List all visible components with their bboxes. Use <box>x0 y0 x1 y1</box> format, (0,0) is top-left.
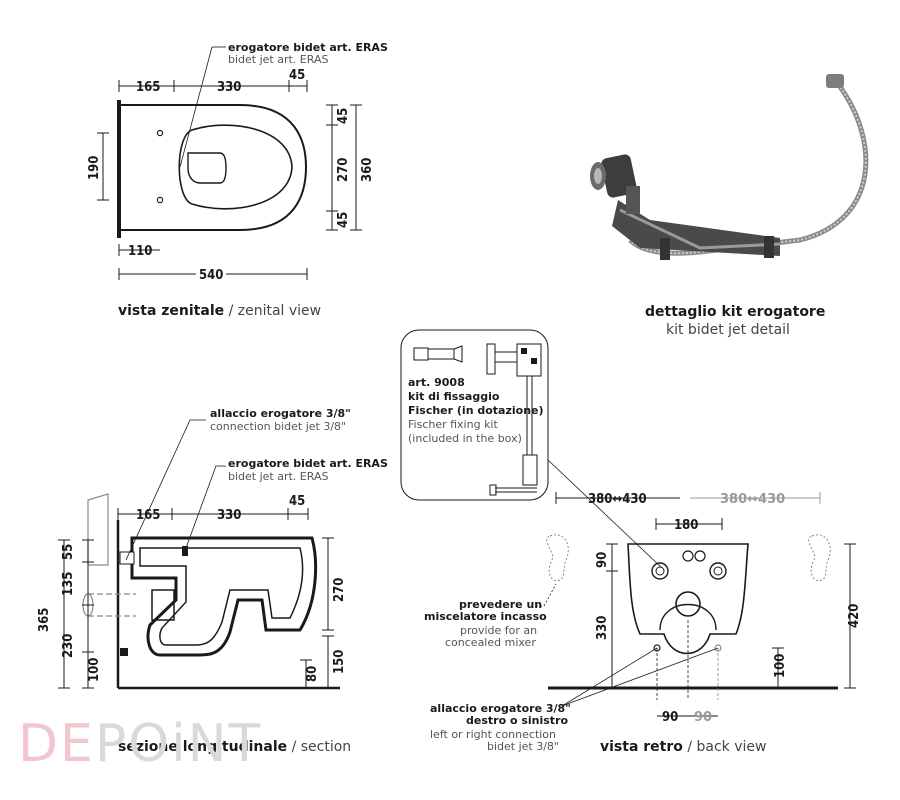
zenital-caption-rest: / zenital view <box>224 303 322 319</box>
back-caption-bold: vista retro <box>600 739 683 755</box>
back-bowl-body <box>627 543 749 655</box>
kit-caption-sub: kit bidet jet detail <box>666 322 790 338</box>
back-dim-330: 330 <box>595 616 610 640</box>
section-caption: sezione longitudinale / section <box>118 739 351 755</box>
section-dim-100: 100 <box>87 658 102 682</box>
section-dim-45: 45 <box>289 494 305 509</box>
fixing-kit-box: art. 9008 kit di fissaggio Fischer (in d… <box>400 329 549 501</box>
back-conn-en-2: bidet jet 3/8" <box>487 740 559 753</box>
section-bowl-body <box>130 536 318 657</box>
zenital-dim-165: 165 <box>136 80 160 95</box>
zenital-callout-it: erogatore bidet art. ERAS <box>228 41 388 54</box>
back-range-right: 380↔430 <box>720 492 785 507</box>
back-dim-90-v: 90 <box>595 552 610 568</box>
back-dim-100: 100 <box>773 654 788 678</box>
zenital-view: erogatore bidet art. ERAS bidet jet art.… <box>87 41 388 283</box>
zenital-dim-110: 110 <box>128 244 152 259</box>
back-mixer-en-2: concealed mixer <box>445 636 536 649</box>
section-caption-bold: sezione longitudinale <box>118 739 288 755</box>
back-mixer-it-1: prevedere un <box>459 598 542 611</box>
kit-caption-sub-row: kit bidet jet detail <box>666 322 790 338</box>
section-dim-165: 165 <box>136 508 160 523</box>
section-callout1-en: connection bidet jet 3/8" <box>210 420 346 433</box>
back-caption: vista retro / back view <box>600 739 766 755</box>
section-dim-135: 135 <box>61 572 76 596</box>
fixing-sub-2: (included in the box) <box>408 432 522 445</box>
back-conn-it-2: destro o sinistro <box>466 714 568 727</box>
zenital-dim-45-top: 45 <box>289 68 305 83</box>
zenital-dim-45-a: 45 <box>336 108 351 124</box>
section-caption-rest: / section <box>287 739 352 755</box>
bidet-jet-kit-illustration <box>590 74 869 260</box>
back-dim-180: 180 <box>674 518 698 533</box>
back-dim-420: 420 <box>847 604 862 628</box>
kit-caption-bold: dettaglio kit erogatore <box>645 304 826 320</box>
zenital-dim-45-b: 45 <box>336 212 351 228</box>
back-dim-90-b: 90 <box>694 710 712 725</box>
zenital-callout-en: bidet jet art. ERAS <box>228 53 328 66</box>
zenital-dim-190: 190 <box>87 156 102 180</box>
zenital-caption: vista zenitale / zenital view <box>118 303 321 319</box>
section-dim-80: 80 <box>305 666 320 682</box>
logo-part-1: DE <box>18 714 95 774</box>
fixing-title-1: art. 9008 <box>408 376 465 389</box>
back-caption-rest: / back view <box>682 739 767 755</box>
zenital-bowl-outline <box>119 104 308 231</box>
fixing-sub-1: Fischer fixing kit <box>408 418 498 431</box>
section-dim-330: 330 <box>217 508 241 523</box>
back-range-left: 380↔430 <box>588 492 647 507</box>
back-dim-90-a: 90 <box>662 710 678 725</box>
back-mixer-en-1: provide for an <box>460 624 537 637</box>
back-view: 380↔430 380↔430 180 90 330 420 <box>424 459 862 753</box>
zenital-dim-540: 540 <box>199 268 223 283</box>
section-callout1-it: allaccio erogatore 3/8" <box>210 407 351 420</box>
back-conn-it-1: allaccio erogatore 3/8" <box>430 702 571 715</box>
section-dim-230: 230 <box>61 634 76 658</box>
back-conn-en-1: left or right connection <box>430 728 556 741</box>
section-dim-150: 150 <box>332 650 347 674</box>
section-view: allaccio erogatore 3/8" connection bidet… <box>37 407 388 690</box>
back-mixer-it-2: miscelatore incasso <box>424 610 547 623</box>
fixing-title-3: Fischer (in dotazione) <box>408 404 544 417</box>
section-dim-270: 270 <box>332 578 347 602</box>
fixing-title-2: kit di fissaggio <box>408 390 500 403</box>
section-dim-55: 55 <box>61 544 76 560</box>
depoint-logo: DEPOiNT <box>18 718 262 770</box>
zenital-dim-360: 360 <box>360 158 375 182</box>
section-callout2-en: bidet jet art. ERAS <box>228 470 328 483</box>
zenital-caption-bold: vista zenitale <box>118 303 225 319</box>
zenital-dim-270: 270 <box>336 158 351 182</box>
zenital-dim-330: 330 <box>217 80 241 95</box>
section-dim-365: 365 <box>37 608 52 632</box>
section-callout2-it: erogatore bidet art. ERAS <box>228 457 388 470</box>
logo-part-2: POiNT <box>94 714 263 774</box>
kit-caption-bold-row: dettaglio kit erogatore <box>645 304 825 320</box>
